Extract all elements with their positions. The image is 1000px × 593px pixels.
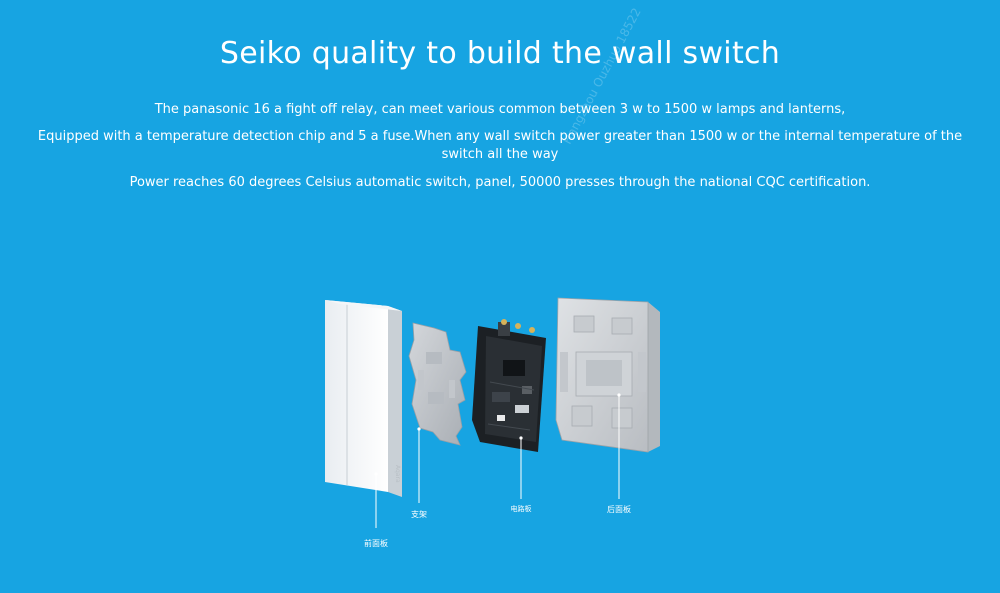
back-panel	[555, 297, 660, 453]
circuit-board	[472, 319, 546, 452]
description-line-1: The panasonic 16 a fight off relay, can …	[154, 102, 846, 117]
brand-logo: Aqara	[394, 465, 401, 483]
label-front-panel: 前面板	[364, 539, 388, 548]
label-bracket: 支架	[411, 510, 427, 519]
label-circuit-board: 电路板	[510, 505, 532, 513]
front-panel: Aqara	[325, 300, 402, 497]
description-line-3: Power reaches 60 degrees Celsius automat…	[129, 175, 871, 190]
callout-lines	[374, 393, 621, 528]
bracket	[408, 322, 467, 446]
page-title: Seiko quality to build the wall switch	[219, 36, 781, 71]
description-line-2: Equipped with a temperature detection ch…	[37, 129, 963, 162]
label-back-panel: 后面板	[607, 505, 631, 514]
